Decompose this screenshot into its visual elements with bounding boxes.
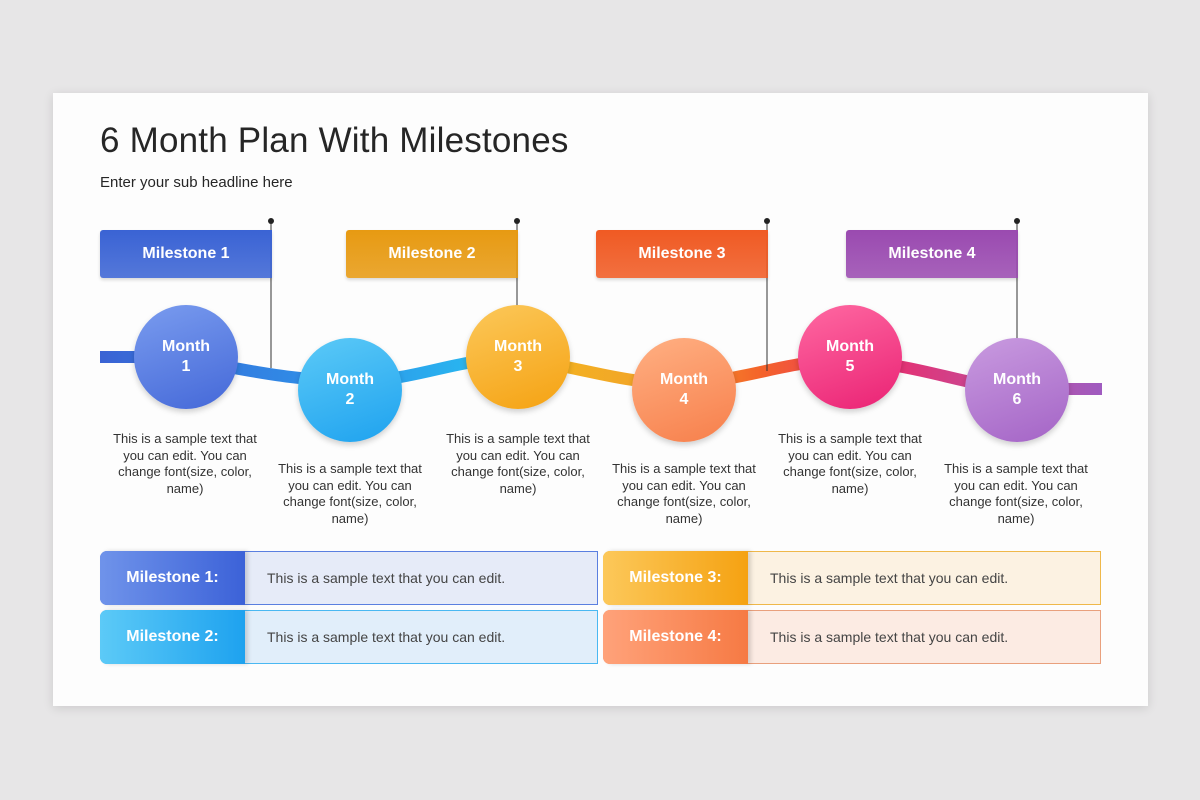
month-circle-number: 3 <box>513 358 523 375</box>
flag-pole-top-4 <box>1014 218 1020 224</box>
milestone-flag-4: Milestone 4 <box>846 230 1018 278</box>
month-description-3: This is a sample text that you can edit.… <box>446 431 590 496</box>
month-circle-1: Month 1 <box>134 305 238 409</box>
milestone-row-text: This is a sample text that you can edit. <box>267 570 506 586</box>
month-circle-3: Month 3 <box>466 305 570 409</box>
month-circle-6: Month 6 <box>965 338 1069 442</box>
milestone-row-4: Milestone 4: This is a sample text that … <box>603 610 1101 664</box>
month-description-5: This is a sample text that you can edit.… <box>778 431 922 496</box>
month-circle-label: Month <box>993 371 1041 388</box>
milestone-flag-2: Milestone 2 <box>346 230 518 278</box>
month-description-4: This is a sample text that you can edit.… <box>612 461 756 526</box>
milestone-row-label: Milestone 2: <box>100 610 245 664</box>
month-circle-2: Month 2 <box>298 338 402 442</box>
month-circle-number: 4 <box>679 391 689 408</box>
month-circle-number: 2 <box>345 391 355 408</box>
month-circle-label: Month <box>494 338 542 355</box>
milestone-row-2: Milestone 2: This is a sample text that … <box>100 610 598 664</box>
milestone-row-text: This is a sample text that you can edit. <box>770 629 1009 645</box>
wave-path <box>100 351 1102 395</box>
month-circle-4: Month 4 <box>632 338 736 442</box>
milestone-row-label: Milestone 1: <box>100 551 245 605</box>
milestone-row-3: Milestone 3: This is a sample text that … <box>603 551 1101 605</box>
milestone-row-label: Milestone 3: <box>603 551 748 605</box>
flag-pole-top-3 <box>764 218 770 224</box>
milestone-row-text: This is a sample text that you can edit. <box>770 570 1009 586</box>
milestone-flag-1: Milestone 1 <box>100 230 272 278</box>
milestone-row-1: Milestone 1: This is a sample text that … <box>100 551 598 605</box>
slide-title: 6 Month Plan With Milestones <box>100 121 569 160</box>
month-circle-label: Month <box>660 371 708 388</box>
month-description-2: This is a sample text that you can edit.… <box>278 461 422 526</box>
month-description-6: This is a sample text that you can edit.… <box>944 461 1088 526</box>
month-circle-label: Month <box>326 371 374 388</box>
flag-pole-top-1 <box>268 218 274 224</box>
milestone-row-label: Milestone 4: <box>603 610 748 664</box>
flag-pole-top-2 <box>514 218 520 224</box>
month-circle-5: Month 5 <box>798 305 902 409</box>
month-circle-label: Month <box>826 338 874 355</box>
milestone-row-text: This is a sample text that you can edit. <box>267 629 506 645</box>
slide-subtitle: Enter your sub headline here <box>100 174 293 191</box>
month-description-1: This is a sample text that you can edit.… <box>113 431 257 496</box>
month-circle-number: 5 <box>845 358 855 375</box>
month-circle-label: Month <box>162 338 210 355</box>
milestone-flag-3: Milestone 3 <box>596 230 768 278</box>
month-circle-number: 1 <box>181 358 191 375</box>
month-circle-number: 6 <box>1012 391 1022 408</box>
